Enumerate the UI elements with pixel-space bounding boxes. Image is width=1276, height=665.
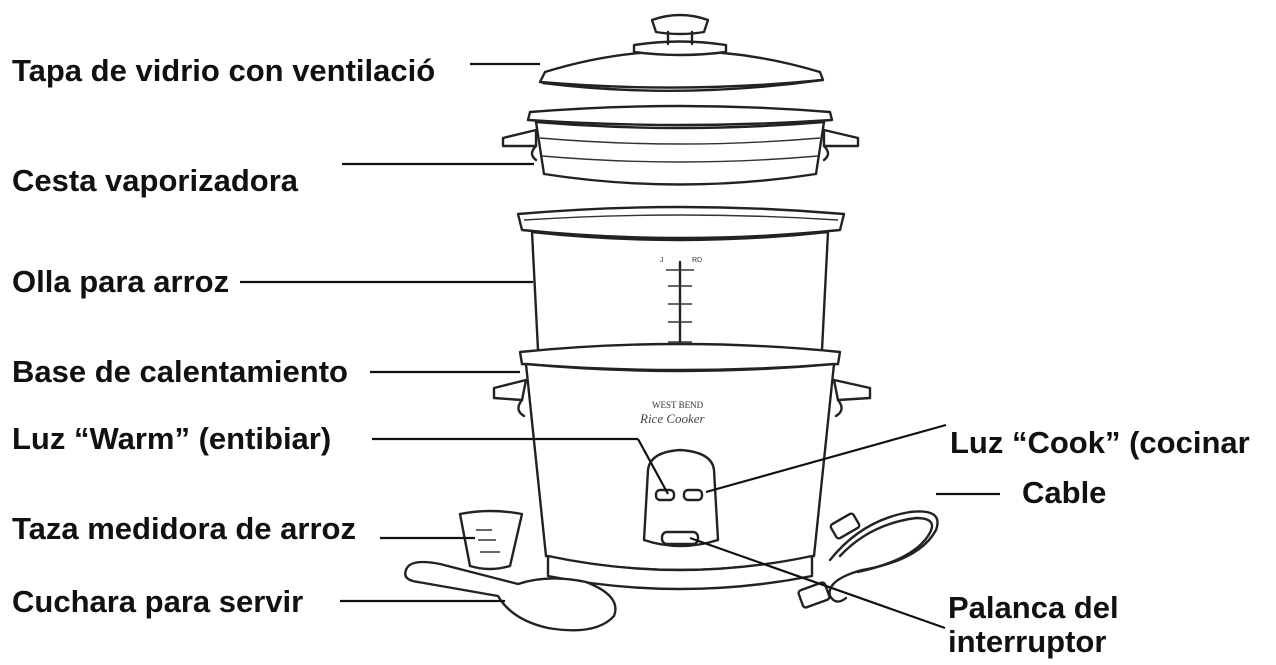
glass-lid	[538, 13, 825, 93]
label-steamer-basket: Cesta vaporizadora	[12, 163, 298, 198]
leader-lines	[240, 62, 1000, 630]
label-heating-base: Base de calentamiento	[12, 354, 348, 389]
inner-pot: J RD	[516, 205, 846, 362]
power-cord	[797, 510, 939, 609]
heating-base: WEST BEND Rice Cooker	[492, 342, 872, 591]
svg-text:J: J	[660, 257, 664, 264]
leader-warm-b	[637, 438, 669, 495]
label-glass-lid: Tapa de vidrio con ventilació	[12, 53, 436, 88]
svg-text:RD: RD	[692, 257, 702, 264]
label-switch-line2: interruptor	[948, 624, 1107, 659]
steamer-basket	[501, 104, 860, 186]
label-measuring-cup: Taza medidora de arroz	[12, 511, 356, 546]
measuring-cup	[458, 509, 524, 571]
switch-lever	[660, 530, 700, 546]
leader-switch	[689, 536, 946, 630]
brand-mark: WEST BEND	[652, 400, 704, 410]
leader-cook	[705, 423, 947, 494]
serving-spoon	[404, 560, 617, 632]
cook-light	[682, 488, 704, 502]
label-serving-spoon: Cuchara para servir	[12, 584, 304, 619]
label-switch-line1: Palanca del	[948, 590, 1119, 625]
warm-light	[654, 488, 676, 502]
model-mark: Rice Cooker	[639, 411, 706, 426]
label-rice-pot: Olla para arroz	[12, 264, 230, 299]
label-cook-light: Luz “Cook” (cocinar	[950, 425, 1250, 460]
label-warm-light: Luz “Warm” (entibiar)	[12, 421, 332, 456]
label-cable: Cable	[1022, 475, 1107, 510]
